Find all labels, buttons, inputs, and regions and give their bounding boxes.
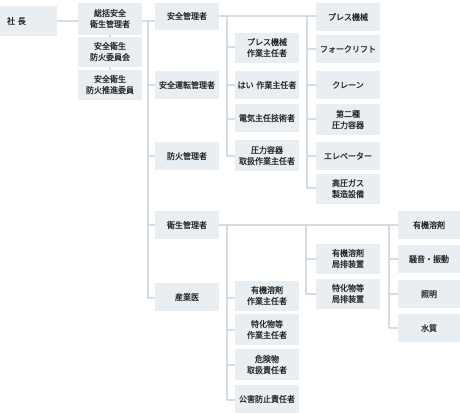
health-manager-box: 衛生管理者	[155, 211, 219, 239]
pressure-vessel-chief-box: 圧力容器 取扱作業主任者	[235, 140, 299, 171]
high-pressure-gas-box: 高圧ガス 製造設備	[316, 174, 380, 204]
safe-operation-manager-box: 安全運転管理者	[155, 71, 219, 99]
president-box: 社 長	[0, 6, 57, 36]
noise-vibration-box: 騒音・振動	[398, 245, 460, 273]
press-chief-box: プレス機械 作業主任者	[235, 33, 299, 63]
elevator-box: エレベーター	[316, 142, 380, 170]
specified-chemical-exhaust-box: 特化物等 局排装置	[316, 279, 380, 309]
general-safety-manager-box: 総括安全 衛生管理者	[78, 3, 142, 35]
water-quality-box: 水質	[398, 314, 460, 342]
forklift-box: フォークリフト	[316, 35, 380, 63]
organic-solvent-chief-box: 有機溶剤 作業主任者	[235, 281, 299, 311]
electrical-chief-box: 電気主任技術者	[235, 104, 299, 132]
promotion-committee-box: 安全衛生 防火推進委員	[78, 70, 142, 100]
pollution-control-officer-box: 公害防止責任者	[235, 385, 299, 413]
organic-solvent-box: 有機溶剤	[398, 211, 460, 239]
class2-pressure-vessel-box: 第二種 圧力容器	[316, 104, 380, 135]
hazardous-material-officer-box: 危険物 取扱責任者	[235, 349, 299, 380]
lighting-box: 照明	[398, 280, 460, 308]
industrial-physician-box: 産業医	[155, 283, 219, 311]
crane-box: クレーン	[316, 71, 380, 99]
press-machine-box: プレス機械	[316, 3, 380, 31]
organic-solvent-exhaust-box: 有機溶剤 局排装置	[316, 244, 380, 274]
safety-manager-box: 安全管理者	[155, 3, 219, 30]
fire-prevention-manager-box: 防火管理者	[155, 142, 219, 170]
stacking-chief-box: はい 作業主任者	[235, 71, 299, 99]
safety-health-committee-box: 安全衛生 防火委員会	[78, 37, 142, 67]
specified-chemical-chief-box: 特化物等 作業主任者	[235, 314, 299, 345]
